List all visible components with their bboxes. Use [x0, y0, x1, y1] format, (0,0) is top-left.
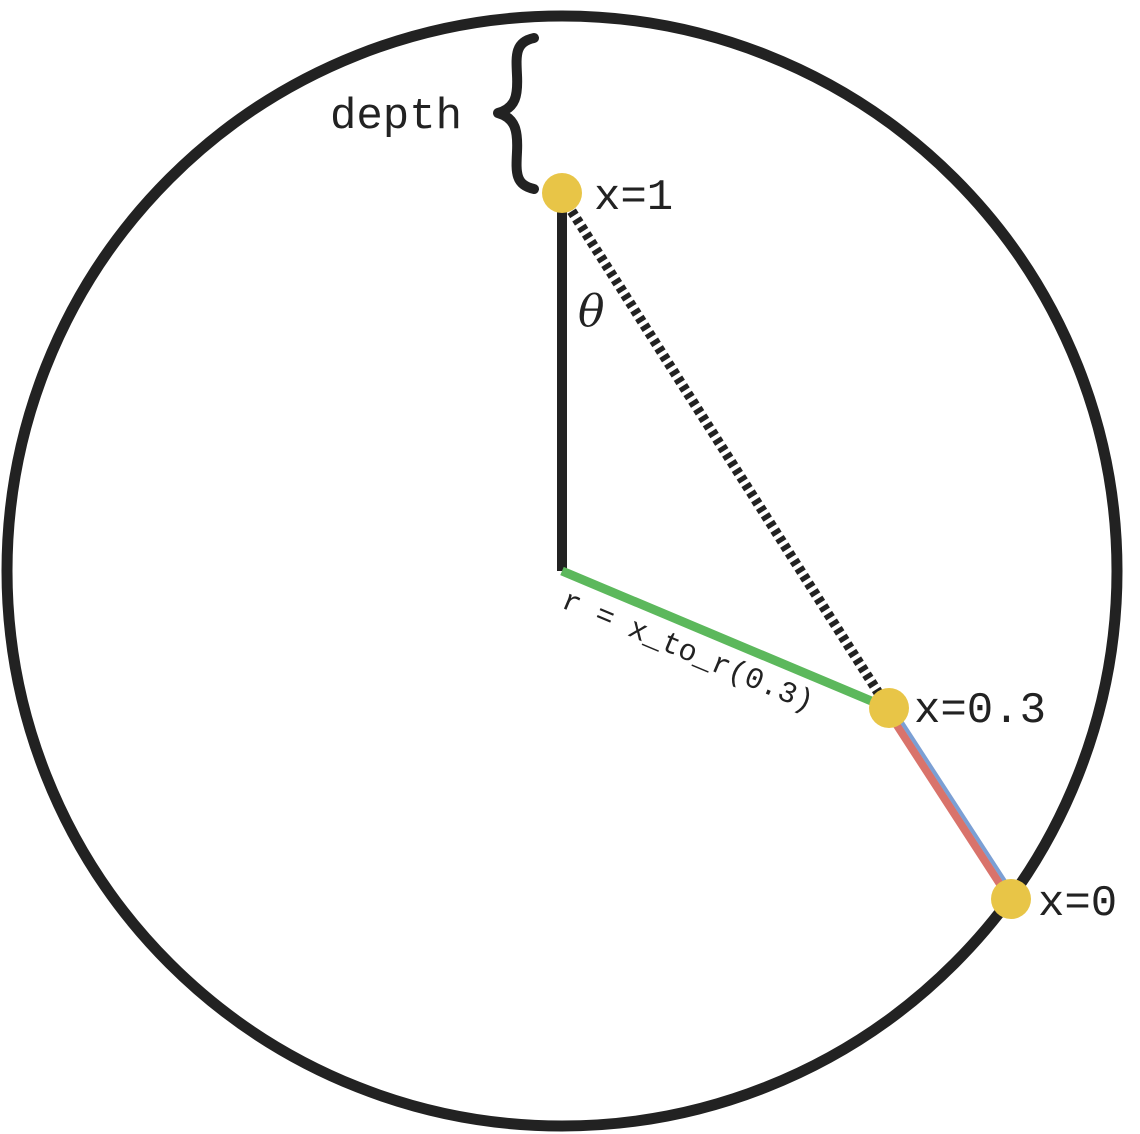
point-x0 — [991, 879, 1031, 919]
label-x0: x=0 — [1038, 879, 1117, 929]
theta-label: θ — [578, 286, 605, 337]
radius-formula-label: r = x_to_r(0.3) — [556, 585, 818, 721]
depth-label: depth — [330, 92, 462, 142]
label-x1: x=1 — [594, 173, 673, 223]
point-x03 — [869, 688, 909, 728]
segment-red — [883, 707, 1013, 901]
outer-circle — [1, 10, 1123, 1132]
dotted-chord — [557, 193, 893, 711]
depth-brace — [493, 33, 539, 194]
point-x1 — [542, 173, 582, 213]
label-x03: x=0.3 — [914, 686, 1046, 736]
segment-blue — [890, 705, 1016, 897]
radius-line — [560, 566, 890, 713]
